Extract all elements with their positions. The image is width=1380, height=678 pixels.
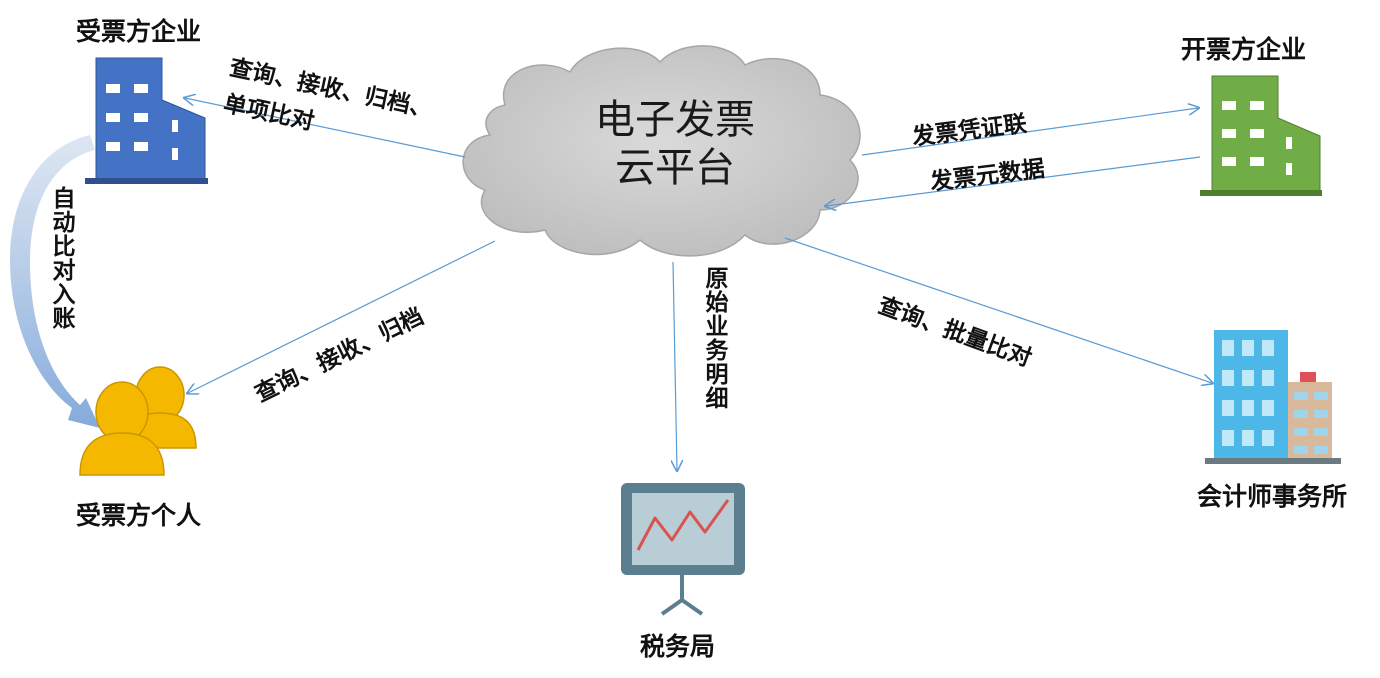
arrow-cloud-to-accounting-firm <box>784 237 1212 383</box>
recipient-individual-label: 受票方个人 <box>76 501 202 530</box>
people-icon <box>79 366 197 476</box>
cloud-title-line2: 云平台 <box>615 145 735 191</box>
recipient-company-label: 受票方企业 <box>76 17 202 46</box>
chart-monitor-icon <box>621 483 745 616</box>
arrow-cloud-to-issuer <box>861 108 1198 156</box>
arrow-issuer-to-cloud <box>826 156 1201 206</box>
cloud-title: 电子发票 云平台 <box>555 96 795 192</box>
tax-bureau-label: 税务局 <box>640 632 716 661</box>
cloud-icon <box>462 45 861 257</box>
edge-label-to-tax-bureau: 原始业务明细 <box>701 266 727 410</box>
arrow-cloud-to-tax-bureau <box>673 261 677 470</box>
issuer-company-label: 开票方企业 <box>1181 35 1307 64</box>
office-building-icon <box>85 57 208 184</box>
edge-label-company-to-individual: 自动比对入账 <box>48 186 74 330</box>
arrow-cloud-to-recipient-company <box>185 98 466 158</box>
curved-arrow-company-to-individual <box>10 135 100 428</box>
arrow-cloud-to-individual <box>188 240 496 393</box>
accounting-firm-label: 会计师事务所 <box>1197 482 1348 511</box>
office-building-icon <box>1200 75 1322 196</box>
cloud-title-line1: 电子发票 <box>595 97 755 143</box>
city-buildings-icon <box>1205 330 1341 464</box>
